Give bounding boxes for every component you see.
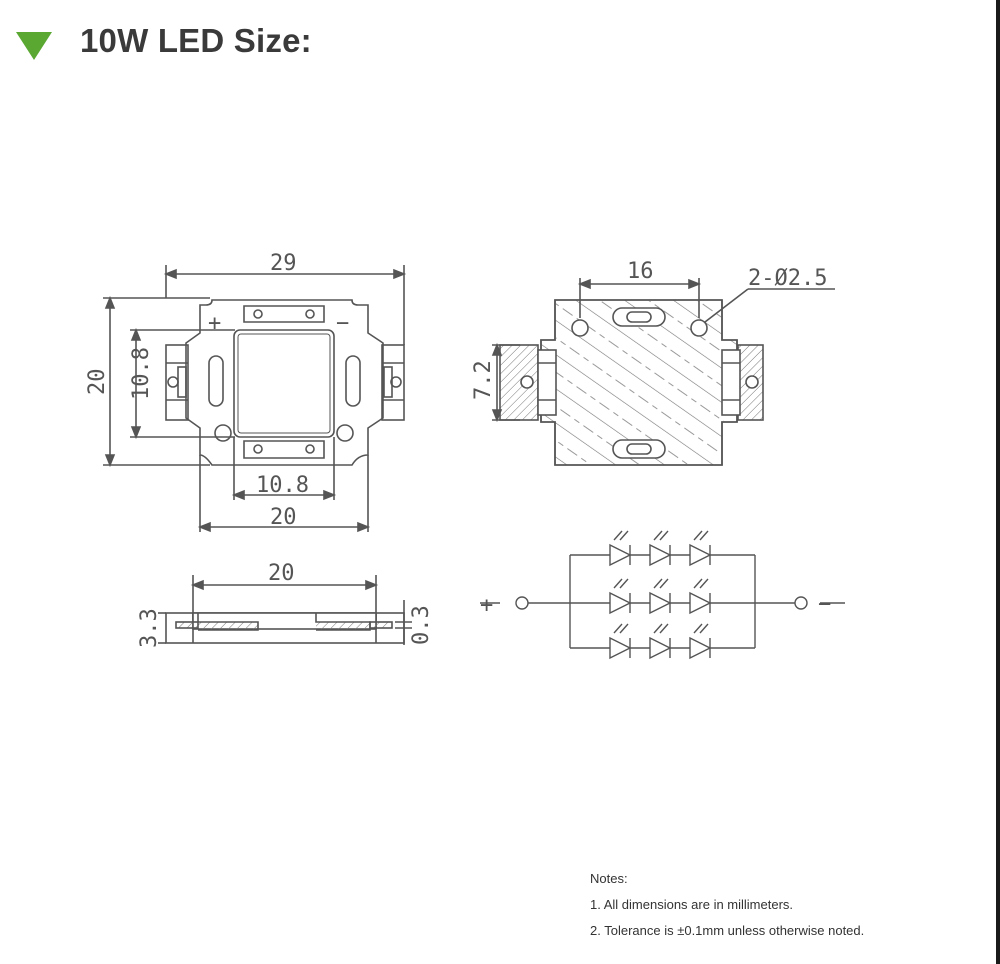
side-view [158,575,412,645]
green-triangle-icon [16,32,52,60]
polarity-plus: + [208,311,221,336]
polarity-minus: − [336,311,349,336]
dim-tab-height: 7.2 [471,360,496,400]
dim-overall-height: 20 [85,369,110,396]
note-item: 2. Tolerance is ±0.1mm unless otherwise … [590,923,865,938]
dim-hole-callout: 2-Ø2.5 [748,266,827,291]
dim-overall-width: 29 [270,251,297,276]
led-schematic [480,530,845,660]
dim-inner-height: 10.8 [129,347,154,400]
notes-block: Notes: 1. All dimensions are in millimet… [590,866,864,944]
schematic-plus: + [480,593,493,618]
dim-body-width: 20 [270,505,297,530]
note-item: 1. All dimensions are in millimeters. [590,897,794,912]
dim-side-thickness: 0.3 [409,605,434,645]
dim-side-width: 20 [268,561,295,586]
back-view [491,278,835,466]
notes-heading: Notes: [590,871,628,886]
page-title: 10W LED Size: [80,22,312,59]
dim-side-height: 3.3 [137,608,162,648]
dim-hole-spacing: 16 [627,259,654,284]
schematic-minus: − [818,592,831,617]
frame-border [996,0,1000,964]
dim-inner-width: 10.8 [256,473,309,498]
top-view [103,265,407,533]
